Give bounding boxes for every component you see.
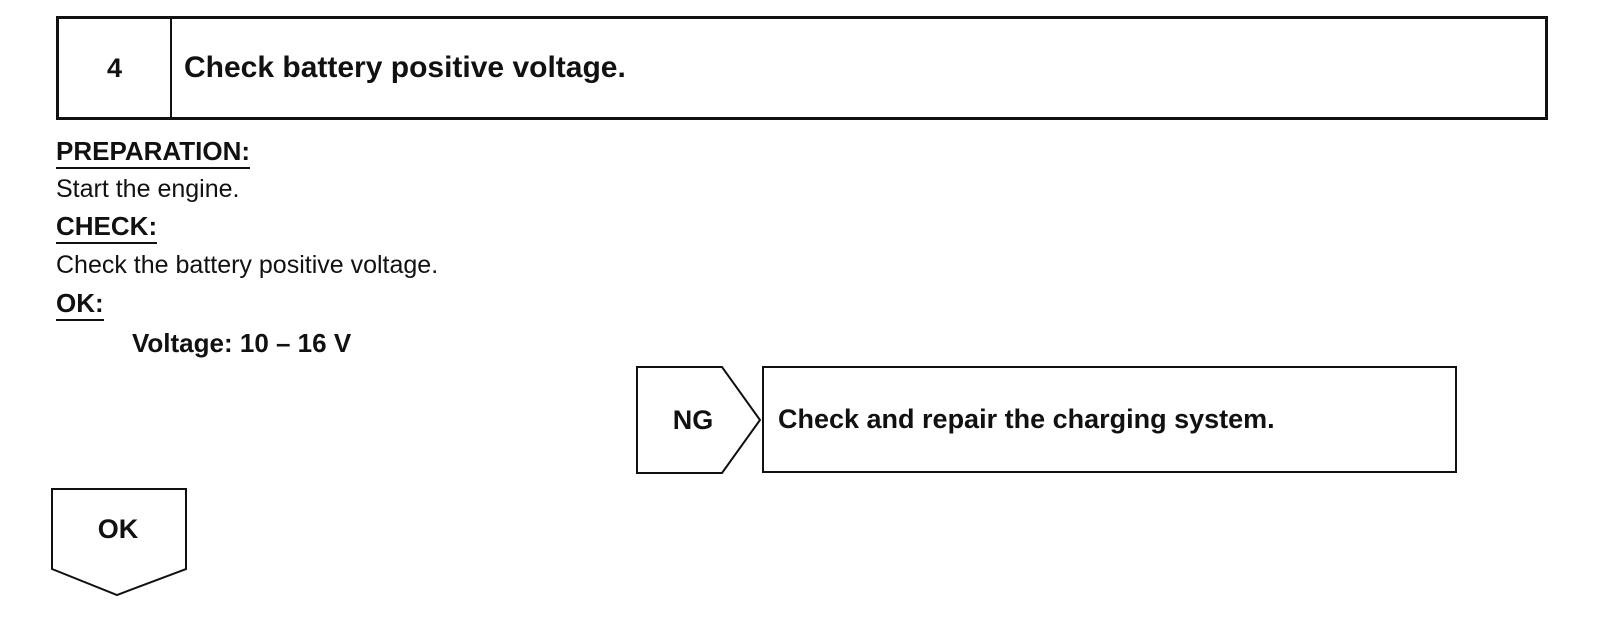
ok-label: OK bbox=[97, 514, 139, 544]
check-text: Check the battery positive voltage. bbox=[56, 251, 439, 279]
ok-arrow-shape bbox=[51, 488, 187, 597]
preparation-text: Start the engine. bbox=[56, 175, 240, 203]
ng-arrow-shape bbox=[636, 366, 762, 474]
step-title: Check battery positive voltage. bbox=[184, 51, 626, 84]
ok-spec-label: OK: bbox=[56, 288, 104, 321]
preparation-label: PREPARATION: bbox=[56, 136, 251, 169]
ok-spec-value: Voltage: 10 – 16 V bbox=[132, 328, 352, 358]
check-label: CHECK: bbox=[56, 211, 158, 244]
step-number: 4 bbox=[59, 19, 172, 117]
ng-label: NG bbox=[672, 405, 714, 435]
step-header-box: 4 Check battery positive voltage. bbox=[56, 16, 1548, 120]
ng-action-box: Check and repair the charging system. bbox=[762, 366, 1457, 473]
